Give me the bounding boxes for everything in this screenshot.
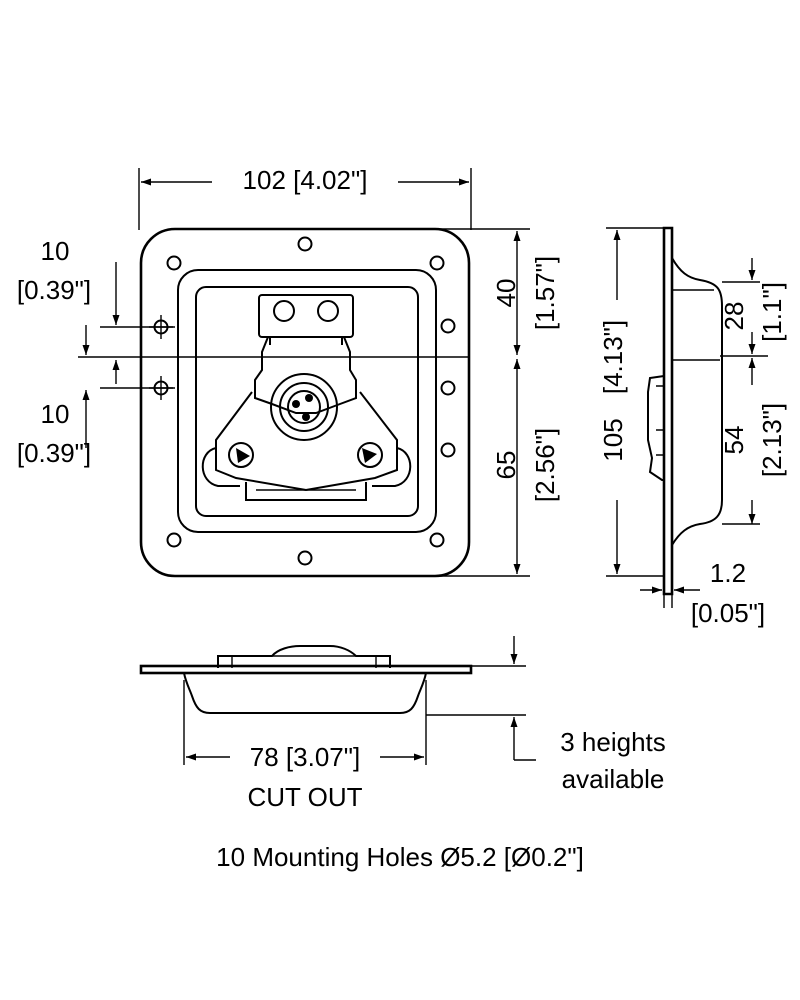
mounting-hole — [429, 255, 445, 271]
bottom-recess — [183, 672, 427, 714]
front-recess-inner — [195, 286, 419, 517]
side-recess-profile — [671, 257, 723, 546]
dim-total-height-mm: 105 — [598, 418, 628, 461]
latch-mechanism — [201, 294, 412, 501]
bottom-view — [139, 645, 473, 714]
hinge-rivet-left — [273, 300, 295, 322]
dim-side-lower-in: [2.13"] — [757, 403, 787, 477]
screw-right — [357, 442, 383, 468]
heights-note-line2: available — [562, 764, 665, 794]
bottom-flange — [139, 664, 473, 675]
front-outer-flange — [139, 227, 471, 578]
lock-cylinder-mid — [279, 382, 329, 432]
lock-cylinder-outer — [270, 373, 338, 441]
dim-total-height-in: [4.13"] — [598, 320, 628, 394]
side-latch-bump — [647, 375, 665, 481]
side-view — [647, 226, 723, 596]
dim-side-upper-mm: 28 — [719, 302, 749, 331]
bottom-dimensions: 78 [3.07"] CUT OUT 3 heights available — [183, 636, 666, 812]
front-view — [139, 227, 471, 578]
mounting-hole — [440, 318, 456, 334]
heights-note-line1: 3 heights — [560, 727, 666, 757]
dim-hole-offset-bottom-in: [0.39"] — [17, 438, 91, 468]
dim-width-top: 102 [4.02"] — [243, 165, 368, 195]
mounting-hole — [166, 532, 182, 548]
mounting-hole — [166, 255, 182, 271]
dim-upper-height-mm: 40 — [491, 279, 521, 308]
dim-hole-offset-bottom-mm: 10 — [41, 399, 70, 429]
lock-cylinder-inner — [287, 390, 321, 424]
mounting-hole — [440, 380, 456, 396]
hinge-block — [258, 294, 354, 338]
screw-left — [228, 442, 254, 468]
mounting-hole — [429, 532, 445, 548]
bottom-latch-top — [217, 645, 391, 668]
side-flange — [662, 226, 674, 596]
dim-lower-height-mm: 65 — [491, 451, 521, 480]
cutout-label: CUT OUT — [247, 782, 362, 812]
dim-cutout-width: 78 [3.07"] — [250, 742, 360, 772]
dim-hole-offset-top-mm: 10 — [41, 236, 70, 266]
dim-flange-thickness-in: [0.05"] — [691, 598, 765, 628]
front-recess-outer — [177, 269, 437, 533]
latch-lower-plate — [215, 391, 398, 492]
mounting-hole — [440, 442, 456, 458]
mounting-hole — [297, 236, 313, 252]
dim-hole-offset-top-in: [0.39"] — [17, 275, 91, 305]
front-dimensions: 102 [4.02"] 10 [0.39"] 10 [0.39"] 40 [1.… — [17, 165, 560, 577]
dim-upper-height-in: [1.57"] — [530, 256, 560, 330]
dim-side-upper-in: [1.1"] — [757, 282, 787, 342]
side-dimensions: 105 [4.13"] 28 [1.1"] 54 [2.13"] 1.2 [0.… — [598, 227, 787, 628]
dim-side-lower-mm: 54 — [719, 426, 749, 455]
dim-lower-height-in: [2.56"] — [530, 428, 560, 502]
mounting-hole — [297, 550, 313, 566]
mounting-holes-note: 10 Mounting Holes Ø5.2 [Ø0.2"] — [216, 842, 584, 872]
dim-flange-thickness-mm: 1.2 — [710, 558, 746, 588]
hinge-rivet-right — [317, 300, 339, 322]
